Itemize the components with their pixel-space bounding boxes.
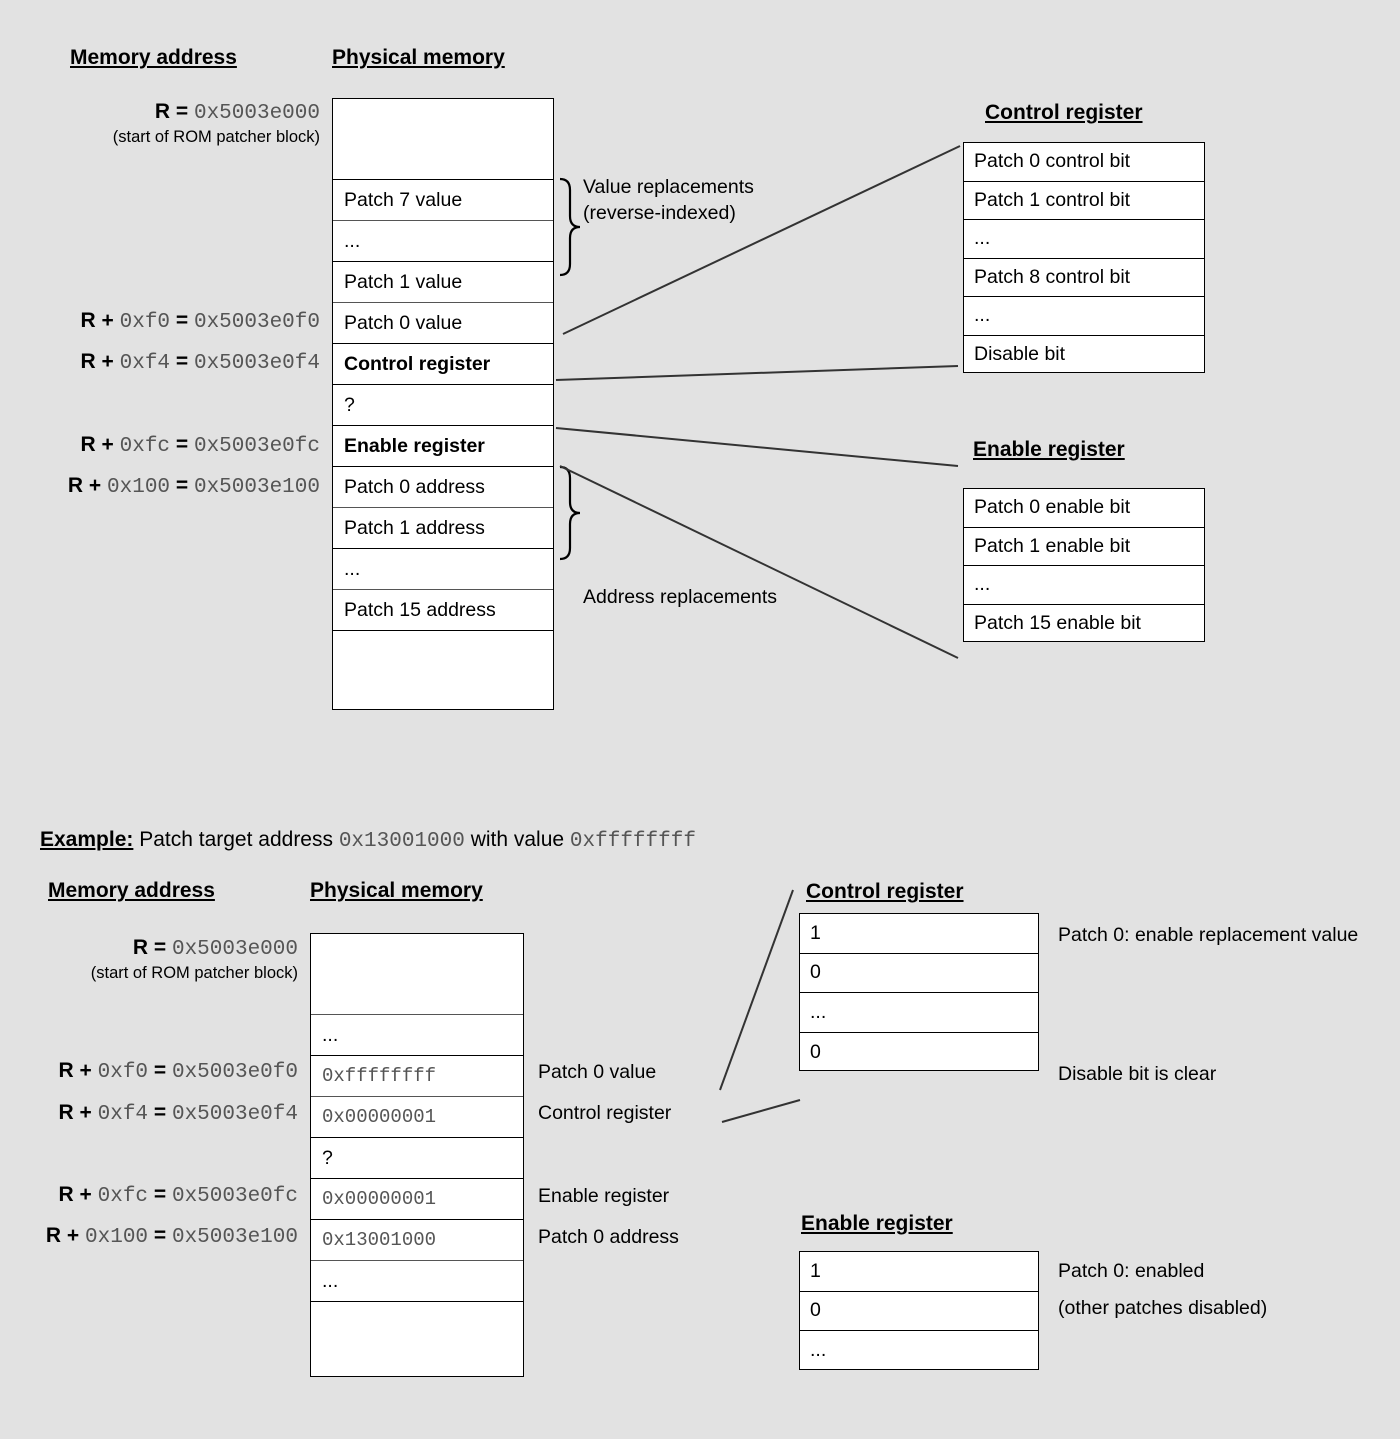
top-mem-row-patch0-address: Patch 0 address — [333, 466, 553, 507]
example-mem-row-patch0-address: 0x13001000 — [311, 1219, 523, 1260]
example-memory-address-header: Memory address — [48, 879, 215, 902]
line-control-row-to-control-box — [555, 365, 959, 381]
example-mem-row-ellipsis-top: ... — [311, 1014, 523, 1055]
address-replacements-label: Address replacements — [583, 586, 778, 608]
top-address-f4: R + 0xf4 = 0x5003e0f4 — [80, 350, 321, 375]
example-address-100: R + 0x100 = 0x5003e100 — [45, 1224, 298, 1249]
enable-bit-row-1: Patch 1 enable bit — [964, 528, 1204, 566]
top-mem-row-empty-end — [333, 630, 553, 708]
example-enable-annotation-patch0: Patch 0: enabled — [1058, 1260, 1205, 1282]
example-control-register-box: 1 0 ... 0 — [799, 913, 1039, 1071]
top-control-register-box: Patch 0 control bit Patch 1 control bit … — [963, 142, 1205, 373]
example-enable-register-box: 1 0 ... — [799, 1251, 1039, 1370]
example-mem-row-control-register: 0x00000001 — [311, 1096, 523, 1137]
top-address-fc: R + 0xfc = 0x5003e0fc — [80, 433, 321, 458]
example-address-base-subtitle: (start of ROM patcher block) — [90, 964, 298, 982]
example-enable-register-title: Enable register — [801, 1212, 953, 1235]
enable-bit-row-0: Patch 0 enable bit — [964, 489, 1204, 528]
example-note-control-register: Control register — [538, 1102, 672, 1124]
control-bit-row-2: ... — [964, 220, 1204, 259]
top-mem-row-patch1-address: Patch 1 address — [333, 507, 553, 548]
top-mem-row-ellipsis-values: ... — [333, 220, 553, 261]
line-enable-row-to-enable-title — [555, 427, 959, 467]
example-control-annotation-disable: Disable bit is clear — [1058, 1063, 1217, 1085]
control-bit-row-5: Disable bit — [974, 343, 1066, 366]
control-bit-row-1: Patch 1 control bit — [964, 182, 1204, 220]
value-replacements-brace — [559, 177, 581, 277]
top-mem-row-control-register: Control register — [333, 343, 553, 384]
top-mem-row-enable-register: Enable register — [333, 425, 553, 466]
enable-bit-row-2: ... — [964, 566, 1204, 605]
value-replacements-label: Value replacements (reverse-indexed) — [583, 176, 754, 224]
top-address-base: R = 0x5003e000 — [154, 100, 320, 125]
top-physical-memory-header: Physical memory — [332, 46, 505, 69]
top-memory-address-header: Memory address — [70, 46, 237, 69]
example-address-f0: R + 0xf0 = 0x5003e0f0 — [58, 1059, 299, 1084]
example-enable-row-2: ... — [810, 1339, 827, 1362]
example-enable-annotation-others: (other patches disabled) — [1058, 1297, 1268, 1319]
top-physical-memory-block: Patch 7 value ... Patch 1 value Patch 0 … — [332, 98, 554, 710]
control-bit-row-0: Patch 0 control bit — [964, 143, 1204, 182]
top-mem-row-patch7-value: Patch 7 value — [333, 179, 553, 220]
example-control-row-1: 0 — [800, 954, 1038, 993]
example-control-annotation-patch0: Patch 0: enable replacement value — [1058, 924, 1359, 946]
top-mem-row-patch1-value: Patch 1 value — [333, 261, 553, 302]
top-mem-row-empty-start — [333, 99, 553, 179]
top-control-register-title: Control register — [985, 101, 1143, 124]
top-enable-register-box: Patch 0 enable bit Patch 1 enable bit ..… — [963, 488, 1205, 642]
top-mem-row-unknown: ? — [333, 384, 553, 425]
line-example-control-to-title — [719, 889, 794, 1091]
example-address-f4: R + 0xf4 = 0x5003e0f4 — [58, 1101, 299, 1126]
control-bit-row-4: ... — [964, 297, 1204, 336]
control-bit-row-3: Patch 8 control bit — [964, 259, 1204, 297]
top-enable-register-title: Enable register — [973, 438, 1125, 461]
example-mem-row-empty-end — [311, 1301, 523, 1376]
enable-bit-row-3: Patch 15 enable bit — [974, 612, 1141, 635]
example-mem-row-patch0-value: 0xffffffff — [311, 1055, 523, 1096]
example-address-fc: R + 0xfc = 0x5003e0fc — [58, 1183, 299, 1208]
top-address-100: R + 0x100 = 0x5003e100 — [67, 474, 320, 499]
example-mem-row-ellipsis-bottom: ... — [311, 1260, 523, 1301]
example-control-row-2: ... — [800, 993, 1038, 1033]
example-note-patch0-value: Patch 0 value — [538, 1061, 657, 1083]
example-physical-memory-header: Physical memory — [310, 879, 483, 902]
line-address-brace-to-enable-box — [559, 465, 959, 659]
line-example-control-note-to-box — [721, 1099, 801, 1123]
top-mem-row-patch0-value: Patch 0 value — [333, 302, 553, 343]
top-address-f0: R + 0xf0 = 0x5003e0f0 — [80, 309, 321, 334]
top-mem-row-patch15-address: Patch 15 address — [333, 589, 553, 630]
example-control-register-title: Control register — [806, 880, 964, 903]
example-note-enable-register: Enable register — [538, 1185, 670, 1207]
address-replacements-brace — [559, 465, 581, 561]
example-mem-row-enable-register: 0x00000001 — [311, 1178, 523, 1219]
example-control-row-0: 1 — [800, 914, 1038, 954]
example-enable-row-1: 0 — [800, 1292, 1038, 1331]
example-enable-row-0: 1 — [800, 1252, 1038, 1292]
example-control-row-3: 0 — [810, 1040, 821, 1063]
example-heading: Example: Patch target address 0x13001000… — [40, 828, 696, 853]
top-address-base-subtitle: (start of ROM patcher block) — [112, 128, 320, 146]
example-note-patch0-address: Patch 0 address — [538, 1226, 679, 1248]
example-physical-memory-block: ... 0xffffffff 0x00000001 ? 0x00000001 0… — [310, 933, 524, 1377]
example-mem-row-empty-start — [311, 934, 523, 1014]
top-mem-row-ellipsis-addresses: ... — [333, 548, 553, 589]
example-mem-row-unknown: ? — [311, 1137, 523, 1178]
example-address-base: R = 0x5003e000 — [132, 936, 298, 961]
